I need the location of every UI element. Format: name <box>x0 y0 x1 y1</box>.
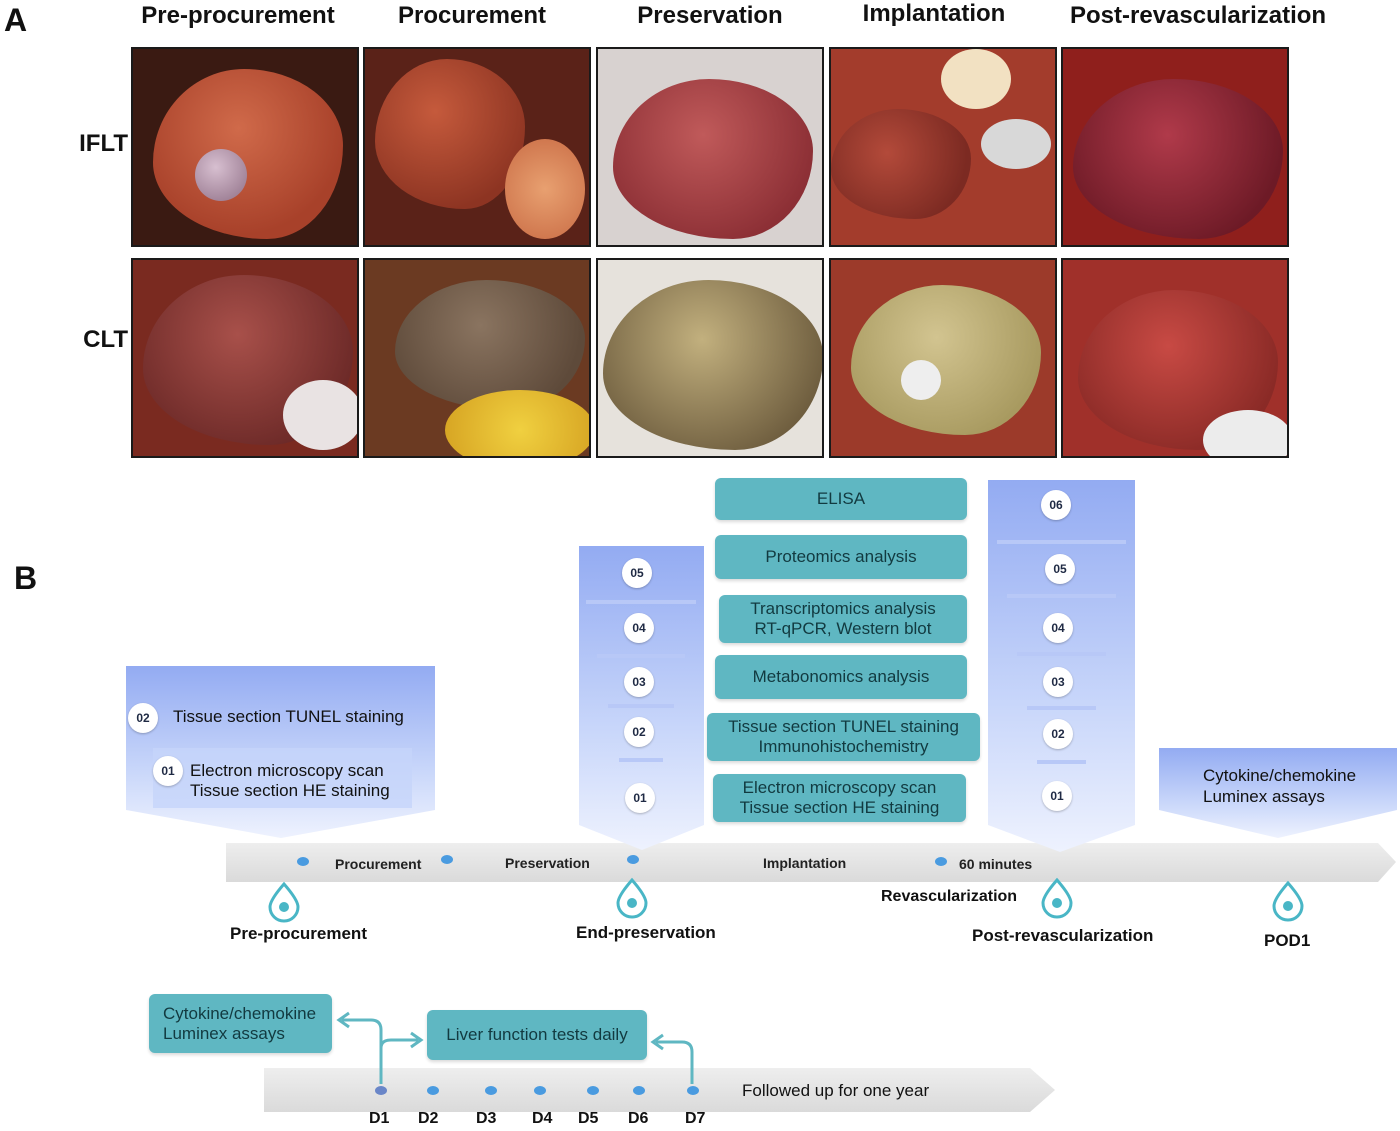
milestone-pre-procurement: Pre-procurement <box>230 924 367 943</box>
timeline-dot <box>627 855 639 864</box>
followup-dot-d6 <box>633 1086 645 1095</box>
pod1-box-luminex-text: Luminex assays <box>1203 787 1325 806</box>
assay-box-metabonomics: Metabonomics analysis <box>715 655 967 699</box>
badge-right-06: 06 <box>1041 490 1071 520</box>
photo-clt-pre-procurement <box>131 258 359 458</box>
assay-box-transcriptomics: Transcriptomics analysis RT-qPCR, Wester… <box>719 595 967 643</box>
badge-center-04: 04 <box>624 613 654 643</box>
photo-iflt-procurement <box>363 47 591 247</box>
badge-right-03: 03 <box>1043 667 1073 697</box>
followup-dot-d4 <box>534 1086 546 1095</box>
pin-icon-pod1 <box>1272 880 1304 922</box>
pod1-box-cytokine-text: Cytokine/chemokine <box>1203 766 1357 785</box>
milestone-end-preservation: End-preservation <box>576 923 716 942</box>
followup-timeline-arrow <box>264 1068 1055 1112</box>
milestone-post-revascularization: Post-revascularization <box>972 926 1154 945</box>
badge-center-03: 03 <box>624 667 654 697</box>
day-label-d3: D3 <box>476 1110 497 1127</box>
followup-arrow-label: Followed up for one year <box>742 1081 930 1100</box>
followup-liver-tests-label: Liver function tests daily <box>446 1025 628 1044</box>
assay-box-proteomics: Proteomics analysis <box>715 535 967 579</box>
assay-elisa-label: ELISA <box>816 489 866 508</box>
followup-liver-tests-box: Liver function tests daily <box>427 1010 647 1060</box>
timeline-label-implantation: Implantation <box>763 855 847 871</box>
assay-he-label: Tissue section HE staining <box>739 798 940 817</box>
badge-right-04: 04 <box>1043 613 1073 643</box>
milestone-pod1: POD1 <box>1264 931 1311 950</box>
day-label-d4: D4 <box>532 1110 553 1127</box>
followup-dot-d2 <box>427 1086 439 1095</box>
day-label-d5: D5 <box>578 1110 599 1127</box>
photo-iflt-preservation <box>596 47 824 247</box>
assay-rtqpcr-label: RT-qPCR, Western blot <box>754 619 932 638</box>
followup-dot-d3 <box>485 1086 497 1095</box>
assay-metabonomics-label: Metabonomics analysis <box>752 667 930 686</box>
column-header-implantation: Implantation <box>862 0 1006 27</box>
day-label-d2: D2 <box>418 1110 439 1127</box>
photo-clt-implantation <box>829 258 1057 458</box>
timeline-label-preservation: Preservation <box>505 855 590 871</box>
photo-iflt-pre-procurement <box>131 47 359 247</box>
panel-b-letter: B <box>14 560 38 596</box>
column-header-preservation: Preservation <box>637 2 783 29</box>
day-label-d6: D6 <box>628 1110 649 1127</box>
timeline-dot <box>441 855 453 864</box>
post-revascularization-sample-stack <box>988 480 1135 852</box>
row-header-iflt: IFLT <box>79 130 128 157</box>
timeline-dot <box>297 857 309 866</box>
photo-iflt-implantation <box>829 47 1057 247</box>
assay-box-elisa: ELISA <box>715 478 967 520</box>
badge-right-05: 05 <box>1045 554 1075 584</box>
column-header-procurement: Procurement <box>397 2 547 29</box>
timeline-label-60-minutes: 60 minutes <box>959 856 1033 872</box>
pod1-sample-box <box>1159 748 1397 838</box>
badge-right-02: 02 <box>1043 719 1073 749</box>
left-box-em-text: Electron microscopy scan <box>190 761 384 780</box>
badge-left-01: 01 <box>153 756 183 786</box>
left-box-he-text: Tissue section HE staining <box>190 781 390 800</box>
day-label-d1: D1 <box>369 1110 390 1127</box>
badge-center-01: 01 <box>625 783 655 813</box>
pin-icon-pre-procurement <box>268 881 300 923</box>
followup-dot-d5 <box>587 1086 599 1095</box>
followup-connector-arrows <box>336 1011 694 1084</box>
badge-right-01: 01 <box>1042 781 1072 811</box>
timeline-label-procurement: Procurement <box>335 856 422 872</box>
timeline-dot <box>935 857 947 866</box>
pin-icon-post-revascularization <box>1041 877 1073 919</box>
assay-box-em: Electron microscopy scan Tissue section … <box>713 774 966 822</box>
photo-clt-post-revascularization <box>1061 258 1289 458</box>
photo-clt-procurement <box>363 258 591 458</box>
assay-box-tunel: Tissue section TUNEL staining Immunohist… <box>707 713 980 761</box>
badge-left-02: 02 <box>128 703 158 733</box>
left-box-tunel-text: Tissue section TUNEL staining <box>173 707 404 726</box>
followup-luminex-label: Luminex assays <box>163 1023 285 1043</box>
timeline-label-revascularization: Revascularization <box>881 888 1018 905</box>
followup-cytokine-box: Cytokine/chemokine Luminex assays <box>149 994 332 1053</box>
assay-proteomics-label: Proteomics analysis <box>765 547 917 566</box>
photo-clt-preservation <box>596 258 824 458</box>
column-header-pre-procurement: Pre-procurement <box>141 2 335 29</box>
assay-tunel-label: Tissue section TUNEL staining <box>728 717 959 736</box>
assay-transcriptomics-label: Transcriptomics analysis <box>750 599 936 618</box>
panel-a-letter: A <box>4 2 28 38</box>
followup-dot-d7 <box>687 1086 699 1095</box>
photo-iflt-post-revascularization <box>1061 47 1289 247</box>
assay-ihc-label: Immunohistochemistry <box>758 737 929 756</box>
main-timeline-arrow <box>226 843 1396 882</box>
followup-cytokine-label: Cytokine/chemokine <box>163 1003 317 1023</box>
badge-center-02: 02 <box>624 717 654 747</box>
row-header-clt: CLT <box>83 326 128 353</box>
badge-center-05: 05 <box>622 558 652 588</box>
column-header-post-revascularization: Post-revascularization <box>1070 2 1327 29</box>
end-preservation-sample-stack <box>579 546 704 850</box>
pin-icon-end-preservation <box>616 877 648 919</box>
followup-dot-d1 <box>375 1086 387 1095</box>
assay-em-label: Electron microscopy scan <box>742 778 937 797</box>
day-label-d7: D7 <box>685 1110 706 1127</box>
